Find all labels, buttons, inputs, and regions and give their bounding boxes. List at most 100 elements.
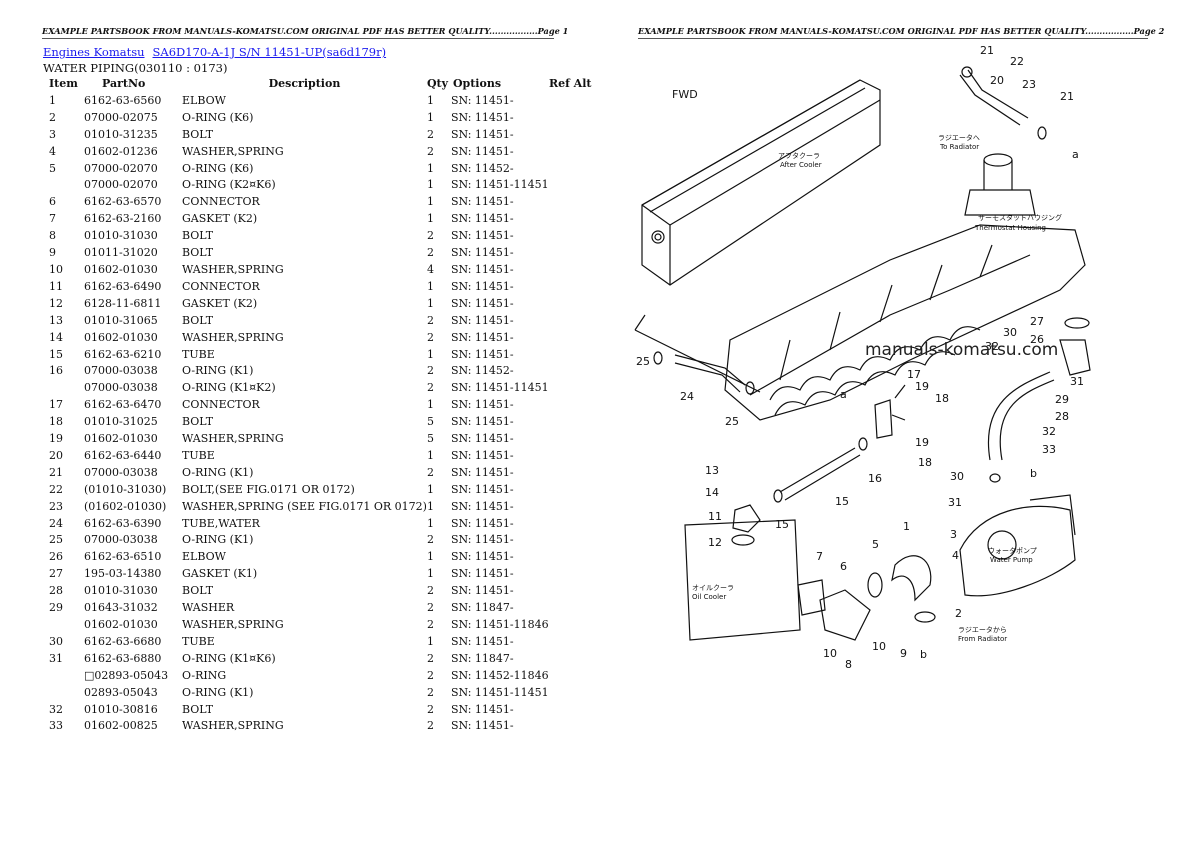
cell-part: 07000-03038 (84, 364, 158, 378)
cell-opt: SN: 11451-11451 (450, 685, 549, 699)
cell-desc: WASHER,SPRING (182, 330, 284, 344)
svg-text:33: 33 (1042, 443, 1056, 456)
cell-opt: SN: 11451- (450, 719, 514, 733)
svg-text:2: 2 (955, 607, 962, 620)
page-header-right: EXAMPLE PARTSBOOK FROM MANUALS-KOMATSU.C… (638, 26, 1164, 39)
after-cooler-label: After Cooler (780, 161, 822, 169)
svg-text:19: 19 (915, 436, 929, 449)
cell-opt: SN: 11451- (450, 550, 514, 564)
cell-opt: SN: 11847- (450, 651, 514, 665)
svg-text:25: 25 (725, 415, 739, 428)
cell-desc: WASHER,SPRING (182, 719, 284, 733)
cell-opt: SN: 11451- (450, 296, 514, 310)
breadcrumb-link-model[interactable]: SA6D170-A-1J S/N 11451-UP(sa6d179r) (152, 45, 387, 59)
breadcrumb-link-engines[interactable]: Engines Komatsu (43, 45, 145, 59)
svg-text:8: 8 (845, 658, 852, 671)
cell-ref-alt (549, 296, 592, 313)
cell-desc: GASKET (K2) (182, 296, 258, 310)
cell-opt: SN: 11451- (450, 347, 514, 361)
cell-ref-alt (549, 499, 592, 516)
cell-qty: 2 (426, 229, 434, 243)
cell-item: 12 (49, 296, 63, 310)
cell-ref-alt (549, 465, 592, 482)
cell-part: 6162-63-6560 (84, 93, 162, 107)
cell-desc: BOLT (182, 584, 214, 598)
cell-part: 6162-63-6210 (84, 347, 162, 361)
cell-item: 11 (49, 279, 63, 293)
cell-desc: WASHER (182, 601, 235, 615)
cell-opt: SN: 11451- (450, 330, 514, 344)
svg-text:10: 10 (872, 640, 886, 653)
svg-text:17: 17 (907, 368, 921, 381)
cell-opt: SN: 11451- (450, 516, 514, 530)
cell-ref-alt (549, 363, 592, 380)
cell-qty: 1 (426, 482, 434, 496)
page-header-left: EXAMPLE PARTSBOOK FROM MANUALS-KOMATSU.C… (42, 26, 568, 39)
from-radiator-label: From Radiator (958, 635, 1007, 643)
cell-qty: 2 (426, 685, 434, 699)
column-header-item: Item (49, 77, 78, 90)
water-pump-jp: ウォータポンプ (988, 546, 1037, 555)
breadcrumb: Engines Komatsu SA6D170-A-1J S/N 11451-UP… (43, 45, 386, 59)
cell-item: 8 (49, 229, 56, 243)
svg-text:21: 21 (980, 44, 994, 57)
cell-item: 17 (49, 398, 63, 412)
svg-text:11: 11 (708, 510, 722, 523)
cell-part: 02893-05043 (84, 685, 158, 699)
cell-ref-alt (549, 397, 592, 414)
cell-part: 6162-63-6440 (84, 448, 162, 462)
cell-ref-alt (549, 93, 592, 110)
cell-part: 07000-02070 (84, 161, 158, 175)
svg-text:4: 4 (952, 549, 959, 562)
svg-text:29: 29 (1055, 393, 1069, 406)
svg-text:32: 32 (985, 340, 999, 353)
cell-ref-alt (549, 262, 592, 279)
cell-ref-alt (549, 448, 592, 465)
cell-desc: WASHER,SPRING (182, 618, 284, 631)
cell-part: 6162-63-6510 (84, 550, 162, 564)
cell-desc: BOLT (182, 127, 214, 141)
cell-qty: 1 (426, 212, 434, 226)
cell-item: 27 (49, 567, 63, 581)
cell-ref-alt (549, 549, 592, 566)
watermark: manuals-komatsu.com (865, 340, 1059, 360)
cell-item: 20 (49, 448, 63, 462)
cell-qty: 5 (426, 415, 434, 429)
cell-qty: 2 (426, 533, 434, 547)
after-cooler-jp: アフタクーラ (778, 151, 820, 160)
cell-desc: WASHER,SPRING (182, 144, 284, 158)
cell-qty: 2 (426, 651, 434, 665)
cell-opt: SN: 11451- (450, 212, 514, 226)
cell-ref-alt (549, 194, 592, 211)
cell-ref-alt (549, 313, 592, 330)
cell-qty: 1 (426, 195, 434, 209)
cell-part: 01643-31032 (84, 601, 158, 615)
svg-text:18: 18 (935, 392, 949, 405)
cell-qty: 1 (426, 347, 434, 361)
svg-text:31: 31 (948, 496, 962, 509)
cell-item: 4 (49, 144, 56, 158)
svg-text:15: 15 (775, 518, 789, 531)
svg-text:6: 6 (840, 560, 847, 573)
cell-desc: CONNECTOR (182, 279, 260, 293)
table-row: 23(01602-01030)WASHER,SPRING (SEE FIG.01… (43, 499, 591, 516)
cell-opt: SN: 11847- (450, 601, 514, 615)
cell-qty: 1 (426, 550, 434, 564)
parts-table: Item PartNo Description Qty Options Ref … (43, 76, 591, 735)
cell-qty: 2 (426, 313, 434, 327)
svg-text:21: 21 (1060, 90, 1074, 103)
cell-opt: SN: 11451-11846 (450, 618, 549, 631)
cell-qty: 2 (426, 702, 434, 716)
cell-part: 6162-63-6390 (84, 516, 162, 530)
cell-part: 01602-01236 (84, 144, 158, 158)
cell-opt: SN: 11451- (450, 702, 514, 716)
cell-desc: BOLT (182, 246, 214, 260)
